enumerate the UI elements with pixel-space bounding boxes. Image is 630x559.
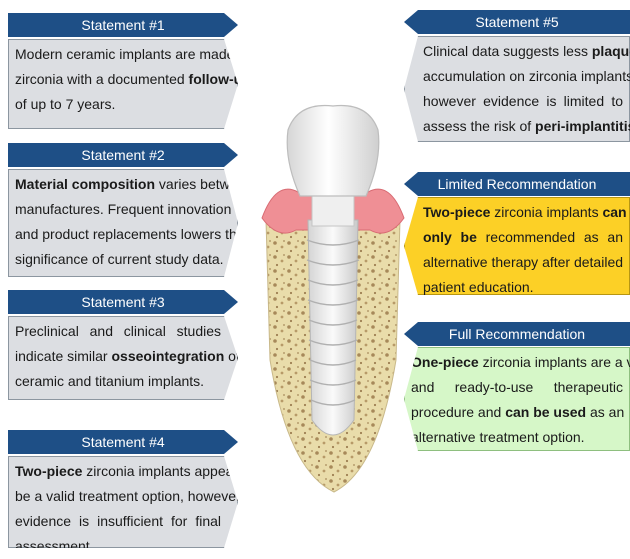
text-line: be a valid treatment option, however: [15, 484, 221, 509]
text-run: patient education.: [423, 279, 534, 295]
text-line: assess the risk of peri-implantitis.: [423, 114, 623, 139]
text-run: be a valid treatment option, however: [15, 488, 241, 504]
text-run: evidence is insufficient for final: [15, 513, 221, 529]
text-run: zirconia implants are a valid: [479, 354, 630, 370]
text-run: and ready-to-use therapeutic: [411, 379, 623, 395]
text-run: alternative treatment option.: [411, 429, 585, 445]
statement-4-title: Statement #4: [8, 430, 238, 454]
text-run: assessment.: [15, 538, 94, 554]
text-line: indicate similar osseointegration of: [15, 344, 221, 369]
bold-run: plaque: [592, 43, 630, 59]
text-run: ceramic and titanium implants.: [15, 373, 204, 389]
text-run: zirconia implants appear to: [82, 463, 253, 479]
statement-1-title: Statement #1: [8, 13, 238, 37]
text-run: varies between: [155, 176, 253, 192]
text-line: of up to 7 years.: [15, 92, 221, 117]
text-run: procedure and: [411, 404, 505, 420]
text-run: of: [224, 348, 240, 364]
text-line: procedure and can be used as an: [411, 400, 623, 425]
text-line: One-piece zirconia implants are a valid: [411, 350, 623, 375]
bold-run: peri-implantitis: [535, 118, 630, 134]
text-line: zirconia with a documented follow-up: [15, 67, 221, 92]
bold-run: Two-piece: [15, 463, 82, 479]
text-run: Preclinical and clinical studies: [15, 323, 221, 339]
implant-abutment: [312, 192, 354, 226]
bold-run: Two-piece: [423, 204, 490, 220]
text-run: accumulation on zirconia implants,: [423, 68, 630, 84]
text-line: alternative treatment option.: [411, 425, 623, 450]
bold-run: osseointegration: [111, 348, 224, 364]
full-recommendation-title: Full Recommendation: [404, 322, 630, 346]
bold-run: can be used: [505, 404, 586, 420]
text-run: significance of current study data.: [15, 251, 224, 267]
text-line: accumulation on zirconia implants,: [423, 64, 623, 89]
text-line: Two-piece zirconia implants can: [423, 200, 623, 225]
text-line: alternative therapy after detailed: [423, 250, 623, 275]
text-line: Two-piece zirconia implants appear to: [15, 459, 221, 484]
text-line: however evidence is limited to: [423, 89, 623, 114]
text-run: zirconia implants: [490, 204, 602, 220]
text-line: significance of current study data.: [15, 247, 221, 272]
text-run: manufactures. Frequent innovation: [15, 201, 231, 217]
text-run: of up to 7 years.: [15, 96, 115, 112]
text-line: Preclinical and clinical studies: [15, 319, 221, 344]
text-run: as an: [586, 404, 624, 420]
full-recommendation-text: One-piece zirconia implants are a valid a…: [404, 347, 630, 451]
statement-3-text: Preclinical and clinical studies indicate…: [8, 316, 238, 400]
statement-3-title: Statement #3: [8, 290, 238, 314]
bold-run: One-piece: [411, 354, 479, 370]
text-line: manufactures. Frequent innovation: [15, 197, 221, 222]
text-line: only be recommended as an: [423, 225, 623, 250]
ceramic-crown: [287, 106, 379, 197]
text-line: and ready-to-use therapeutic: [411, 375, 623, 400]
text-line: and product replacements lowers the: [15, 222, 221, 247]
text-run: and product replacements lowers the: [15, 226, 245, 242]
text-run: alternative therapy after detailed: [423, 254, 623, 270]
text-line: assessment.: [15, 534, 221, 559]
text-run: however evidence is limited to: [423, 93, 623, 109]
bold-run: only be: [423, 229, 477, 245]
statement-2-title: Statement #2: [8, 143, 238, 167]
text-line: Material composition varies between: [15, 172, 221, 197]
bold-run: can: [602, 204, 626, 220]
text-run: Clinical data suggests less: [423, 43, 592, 59]
text-run: indicate similar: [15, 348, 111, 364]
statement-5-text: Clinical data suggests less plaqueaccumu…: [404, 36, 630, 142]
text-run: Modern ceramic implants are made of: [15, 46, 250, 62]
bold-run: follow-up: [189, 71, 251, 87]
text-run: zirconia with a documented: [15, 71, 189, 87]
text-line: Modern ceramic implants are made of: [15, 42, 221, 67]
zirconia-implant-illustration: [258, 100, 408, 500]
bold-run: Material composition: [15, 176, 155, 192]
text-run: recommended as an: [477, 229, 623, 245]
text-line: Clinical data suggests less plaque: [423, 39, 623, 64]
text-line: ceramic and titanium implants.: [15, 369, 221, 394]
limited-recommendation-title: Limited Recommendation: [404, 172, 630, 196]
implant-screw: [308, 220, 358, 435]
text-line: evidence is insufficient for final: [15, 509, 221, 534]
text-line: patient education.: [423, 275, 623, 300]
statement-5-title: Statement #5: [404, 10, 630, 34]
text-run: assess the risk of: [423, 118, 535, 134]
